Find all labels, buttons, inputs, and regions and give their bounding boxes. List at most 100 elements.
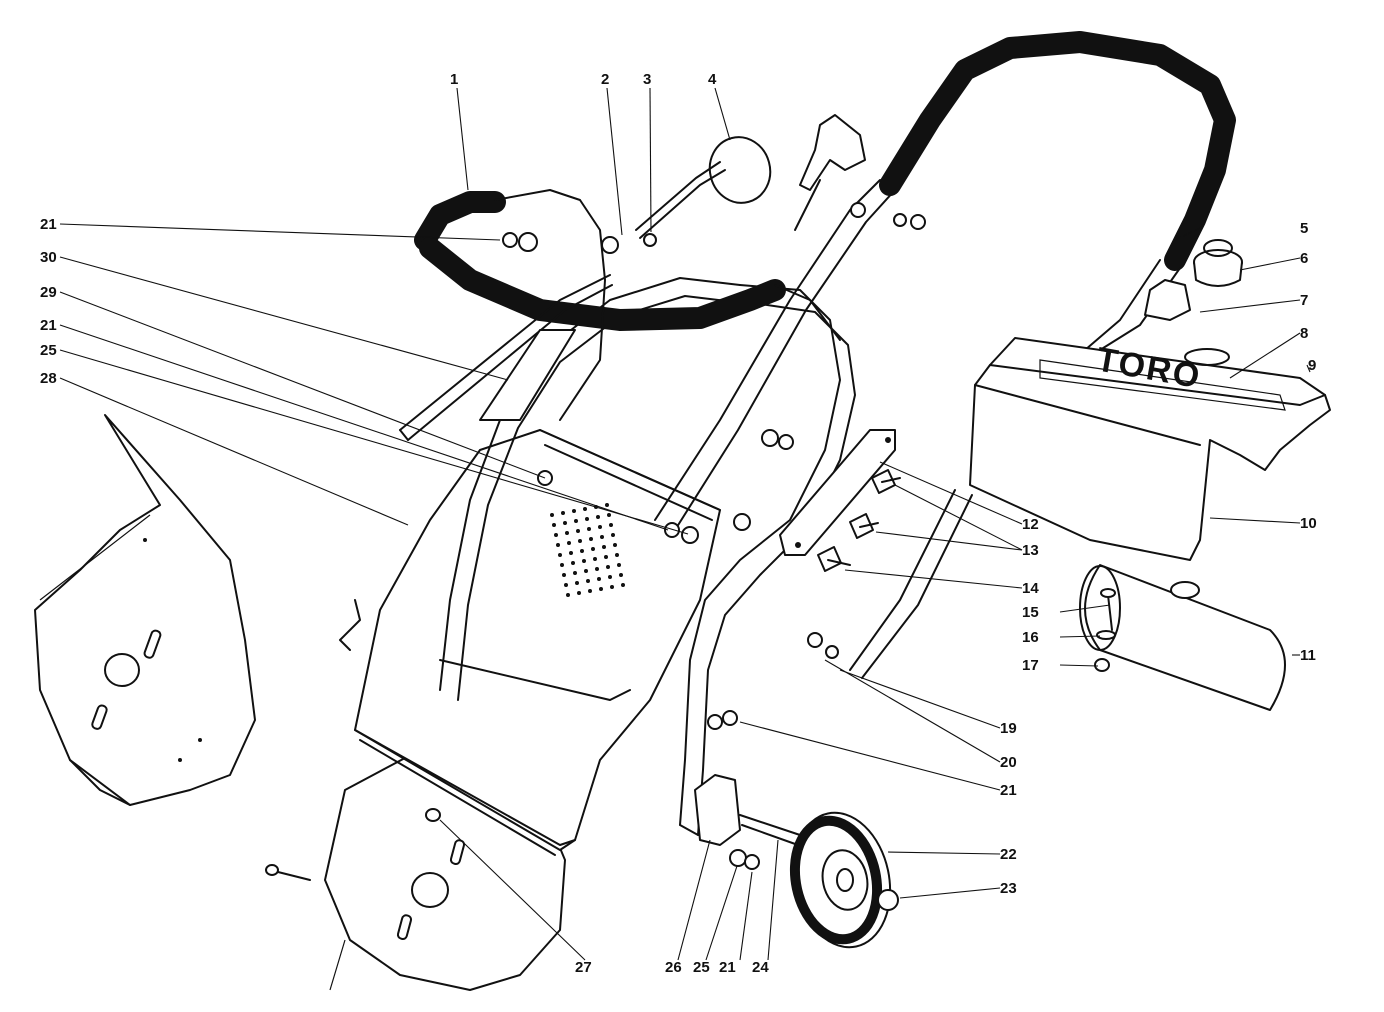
perforation-hole: [611, 533, 615, 537]
callout-7: 7: [1300, 292, 1308, 309]
perforation-hole: [586, 579, 590, 583]
callout-4: 4: [708, 71, 717, 88]
callout-11: 11: [1300, 647, 1316, 664]
nuts-washers: [502, 202, 926, 730]
callout-17: 17: [1022, 657, 1039, 674]
perforation-hole: [578, 539, 582, 543]
callout-6: 6: [1300, 250, 1308, 267]
rod-with-ring: [635, 136, 772, 239]
perforation-hole: [567, 541, 571, 545]
callout-25-bottom: 25: [693, 959, 710, 976]
perforation-hole: [564, 583, 568, 587]
perforation-hole: [587, 527, 591, 531]
axle-parts: [694, 774, 801, 870]
perforation-hole: [585, 517, 589, 521]
perforation-hole: [598, 525, 602, 529]
perforation-hole: [600, 535, 604, 539]
callout-14: 14: [1022, 580, 1039, 597]
callout-16: 16: [1022, 629, 1039, 646]
perforation-hole: [580, 549, 584, 553]
perforation-hole: [569, 551, 573, 555]
control-handle: [414, 189, 841, 421]
callout-21-bottom: 21: [719, 959, 736, 976]
callout-29: 29: [40, 284, 57, 301]
perforation-hole: [584, 569, 588, 573]
tank-cover: TORO: [969, 337, 1331, 561]
perforation-hole: [615, 553, 619, 557]
callout-28: 28: [40, 370, 57, 387]
side-plate-left: [34, 414, 256, 806]
callout-22: 22: [1000, 846, 1017, 863]
callout-13: 13: [1022, 542, 1039, 559]
perforation-hole: [583, 507, 587, 511]
callout-1: 1: [450, 71, 458, 88]
fuel-cap: [1193, 239, 1243, 287]
perforation-hole: [566, 593, 570, 597]
shift-rod: [399, 274, 613, 441]
callout-21-top: 21: [40, 216, 57, 233]
perforation-hole: [575, 581, 579, 585]
perforation-hole: [577, 591, 581, 595]
callout-15: 15: [1022, 604, 1039, 621]
perforation-hole: [606, 565, 610, 569]
perforation-hole: [550, 513, 554, 517]
perforation-hole: [596, 515, 600, 519]
perforation-hole: [610, 585, 614, 589]
perforation-hole: [562, 573, 566, 577]
callout-25-left: 25: [40, 342, 57, 359]
perforation-hole: [617, 563, 621, 567]
callout-20: 20: [1000, 754, 1017, 771]
callout-8: 8: [1300, 325, 1308, 342]
perforation-hole: [574, 519, 578, 523]
perforation-hole: [572, 509, 576, 513]
perforation-hole: [595, 567, 599, 571]
perforation-hole: [558, 553, 562, 557]
loose-bolts: [265, 588, 1116, 881]
callout-26: 26: [665, 959, 682, 976]
vent-cap: [1144, 279, 1191, 321]
perforation-hole: [588, 589, 592, 593]
callout-2: 2: [601, 71, 609, 88]
callout-9: 9: [1308, 357, 1316, 374]
perforation-hole: [593, 557, 597, 561]
perforation-hole: [573, 571, 577, 575]
mounting-bracket: [779, 429, 896, 556]
perforation-hole: [608, 575, 612, 579]
perforation-hole: [599, 587, 603, 591]
perforation-hole: [613, 543, 617, 547]
callout-19: 19: [1000, 720, 1017, 737]
perforation-hole: [621, 583, 625, 587]
perforation-hole: [609, 523, 613, 527]
perforation-hole: [571, 561, 575, 565]
chute-housing: [339, 429, 721, 856]
wheel: [789, 811, 899, 949]
perforation-hole: [565, 531, 569, 535]
perforation-hole: [607, 513, 611, 517]
perforation-hole: [556, 543, 560, 547]
callout-30: 30: [40, 249, 57, 266]
perforation-hole: [604, 555, 608, 559]
perforation-hole: [560, 563, 564, 567]
callout-10: 10: [1300, 515, 1317, 532]
shift-knob: [794, 114, 866, 231]
perforation-hole: [591, 547, 595, 551]
perforation-hole: [597, 577, 601, 581]
callout-21-left: 21: [40, 317, 57, 334]
callout-labels: 1 2 3 4 5 6 7 8 9 10 11 12 13 14 15 16 1…: [40, 71, 1317, 976]
callout-12: 12: [1022, 516, 1039, 533]
perforation-hole: [552, 523, 556, 527]
perforation-hole: [582, 559, 586, 563]
leader-lines: [59, 87, 1311, 961]
perforation-hole: [605, 503, 609, 507]
callout-27: 27: [575, 959, 592, 976]
callout-24: 24: [752, 959, 769, 976]
perforation-hole: [576, 529, 580, 533]
callout-3: 3: [643, 71, 651, 88]
perforation-grid: [550, 503, 625, 597]
perforation-hole: [563, 521, 567, 525]
perforation-hole: [602, 545, 606, 549]
fuel-tank: [1079, 564, 1286, 711]
tank-support-tube: [849, 489, 973, 679]
